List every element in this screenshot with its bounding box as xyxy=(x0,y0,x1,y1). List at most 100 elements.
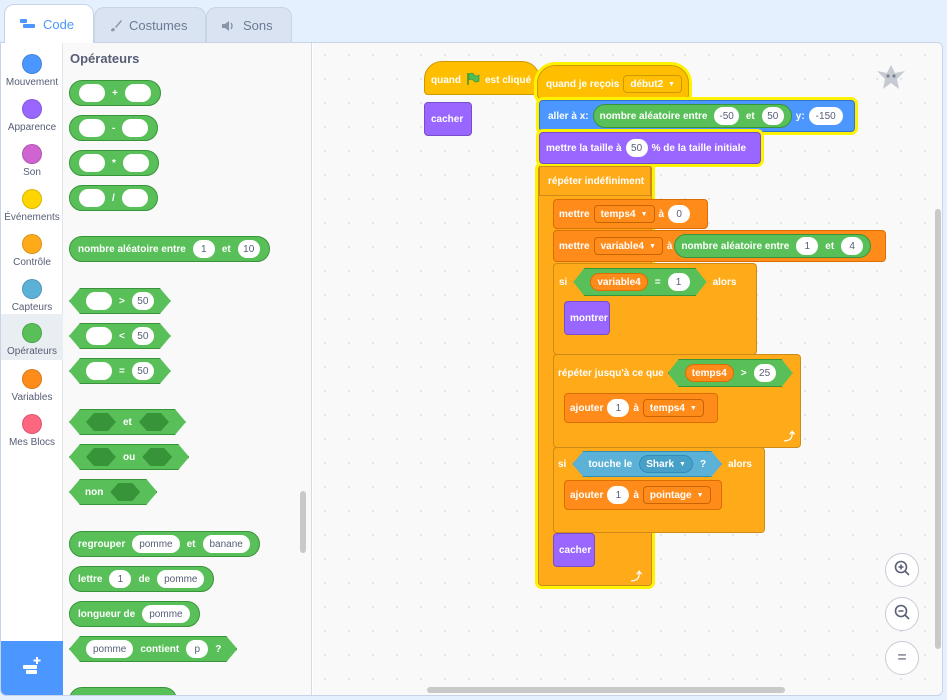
subtract-block[interactable]: - xyxy=(69,115,159,141)
greater-than-block[interactable]: >50 xyxy=(69,288,171,314)
add-block[interactable]: + xyxy=(69,80,161,106)
operand-slot[interactable] xyxy=(79,189,105,207)
category-events[interactable]: Événements xyxy=(1,184,63,228)
random-to-input[interactable]: 10 xyxy=(237,240,260,258)
partial-block[interactable] xyxy=(69,687,177,695)
category-motion[interactable]: Mouvement xyxy=(1,49,63,93)
value-input[interactable]: 0 xyxy=(668,205,691,223)
tab-sons[interactable]: Sons xyxy=(206,7,292,43)
random-reporter[interactable]: nombre aléatoire entre 1 et 4 xyxy=(674,234,872,258)
operand-slot[interactable] xyxy=(79,119,105,137)
operand-slot[interactable] xyxy=(79,84,105,102)
join-a-input[interactable]: pomme xyxy=(132,535,180,553)
random-from-input[interactable]: 1 xyxy=(796,237,819,255)
workspace-horizontal-scrollbar[interactable] xyxy=(427,687,785,693)
random-reporter[interactable]: nombre aléatoire entre -50 et 50 xyxy=(592,104,792,128)
repeat-until-header[interactable]: répéter jusqu'à ce que temps4 > 25 xyxy=(553,354,801,392)
contains-char-input[interactable]: p xyxy=(186,640,208,658)
zoom-in-button[interactable] xyxy=(885,553,919,587)
category-operators[interactable]: Opérateurs xyxy=(1,314,63,360)
if-variable4-header[interactable]: si variable4 = 1 alors xyxy=(553,263,757,301)
touching-condition[interactable]: touche le Shark▼ ? xyxy=(572,451,722,477)
compare-input[interactable]: 50 xyxy=(132,327,154,345)
operand-slot[interactable] xyxy=(124,84,151,102)
join-b-input[interactable]: banane xyxy=(202,535,250,553)
letter-index-input[interactable]: 1 xyxy=(109,570,132,588)
hide-block[interactable]: cacher xyxy=(553,533,595,567)
operand-slot[interactable] xyxy=(86,362,112,380)
less-than-block[interactable]: <50 xyxy=(69,323,171,349)
random-to-input[interactable]: 50 xyxy=(761,107,784,125)
when-i-receive-hat[interactable]: quand je reçois début2▼ xyxy=(537,65,689,99)
if-touching-header[interactable]: si touche le Shark▼ ? alors xyxy=(553,447,765,481)
compare-input[interactable]: 50 xyxy=(132,292,154,310)
show-block[interactable]: montrer xyxy=(564,301,610,335)
go-to-xy-block[interactable]: aller à x: nombre aléatoire entre -50 et… xyxy=(539,100,855,132)
bool-slot[interactable] xyxy=(139,413,169,431)
script-workspace[interactable]: quand est cliqué cacher quand je reçois … xyxy=(313,43,942,695)
category-my-blocks[interactable]: Mes Blocs xyxy=(1,409,63,453)
workspace-vertical-scrollbar[interactable] xyxy=(935,209,941,649)
add-extension-button[interactable] xyxy=(1,641,63,695)
forever-header[interactable]: répéter indéfiniment xyxy=(539,166,651,196)
change-value-input[interactable]: 1 xyxy=(607,486,630,504)
change-value-input[interactable]: 1 xyxy=(607,399,630,417)
random-from-input[interactable]: 1 xyxy=(192,240,215,258)
tab-costumes[interactable]: Costumes xyxy=(94,7,206,43)
category-variables[interactable]: Variables xyxy=(1,364,63,408)
greater-than-condition[interactable]: temps4 > 25 xyxy=(668,359,793,387)
or-block[interactable]: ou xyxy=(69,444,189,470)
compare-input[interactable]: 25 xyxy=(754,364,776,382)
contains-word-input[interactable]: pomme xyxy=(86,640,133,658)
category-sensing[interactable]: Capteurs xyxy=(1,274,63,318)
operand-slot[interactable] xyxy=(79,154,105,172)
compare-input[interactable]: 1 xyxy=(668,273,690,291)
hide-block[interactable]: cacher xyxy=(424,102,472,136)
category-looks[interactable]: Apparence xyxy=(1,94,63,138)
when-flag-clicked-hat[interactable]: quand est cliqué xyxy=(424,61,540,95)
equals-condition[interactable]: variable4 = 1 xyxy=(573,268,706,296)
y-input[interactable]: -150 xyxy=(808,107,843,125)
equals-block[interactable]: =50 xyxy=(69,358,171,384)
sprite-dropdown[interactable]: Shark▼ xyxy=(639,455,693,473)
operand-slot[interactable] xyxy=(122,154,149,172)
set-temps4-block[interactable]: mettre temps4▼ à 0 xyxy=(553,199,708,229)
set-variable4-block[interactable]: mettre variable4▼ à nombre aléatoire ent… xyxy=(553,230,886,262)
variable-reporter[interactable]: temps4 xyxy=(685,364,734,382)
bool-slot[interactable] xyxy=(86,413,116,431)
operand-slot[interactable] xyxy=(121,189,148,207)
and-block[interactable]: et xyxy=(69,409,186,435)
variable-dropdown[interactable]: pointage▼ xyxy=(642,486,711,504)
variable-dropdown[interactable]: temps4▼ xyxy=(593,205,655,223)
variable-dropdown[interactable]: temps4▼ xyxy=(642,399,704,417)
random-from-input[interactable]: -50 xyxy=(714,107,739,125)
operand-slot[interactable] xyxy=(122,119,149,137)
variable-reporter[interactable]: variable4 xyxy=(590,273,647,291)
length-word-input[interactable]: pomme xyxy=(142,605,190,623)
category-sound[interactable]: Son xyxy=(1,139,63,183)
set-size-block[interactable]: mettre la taille à 50 % de la taille ini… xyxy=(539,132,761,164)
bool-slot[interactable] xyxy=(142,448,172,466)
change-temps4-block[interactable]: ajouter 1 à temps4▼ xyxy=(564,393,718,423)
palette-scrollbar[interactable] xyxy=(300,491,306,553)
size-input[interactable]: 50 xyxy=(625,139,648,157)
bool-slot[interactable] xyxy=(110,483,140,501)
variable-dropdown[interactable]: variable4▼ xyxy=(593,237,663,255)
zoom-reset-button[interactable]: = xyxy=(885,641,919,675)
multiply-block[interactable]: * xyxy=(69,150,159,176)
change-pointage-block[interactable]: ajouter 1 à pointage▼ xyxy=(564,480,722,510)
letter-word-input[interactable]: pomme xyxy=(157,570,205,588)
operand-slot[interactable] xyxy=(86,327,112,345)
divide-block[interactable]: / xyxy=(69,185,158,211)
category-control[interactable]: Contrôle xyxy=(1,229,63,273)
compare-input[interactable]: 50 xyxy=(132,362,154,380)
not-block[interactable]: non xyxy=(69,479,157,505)
bool-slot[interactable] xyxy=(86,448,116,466)
message-dropdown[interactable]: début2▼ xyxy=(623,75,683,93)
random-to-input[interactable]: 4 xyxy=(841,237,864,255)
